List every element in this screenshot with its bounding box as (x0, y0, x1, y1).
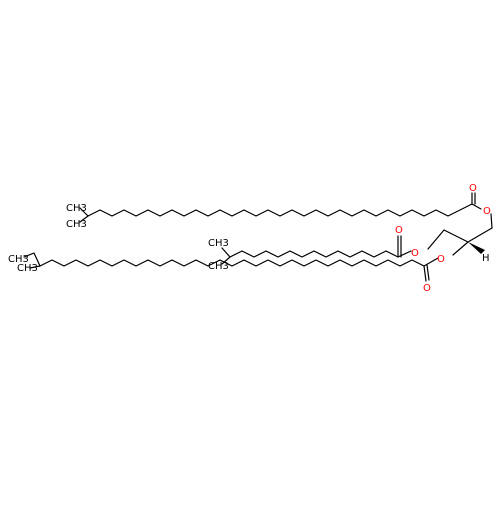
bottom-chain-branch-bond (29, 265, 41, 269)
middle-chain-branch-bond (221, 256, 231, 265)
top-chain-methyl-label: CH3 (66, 219, 87, 230)
top-ester-oxygen: O (483, 206, 491, 217)
bottom-acyl-chain (23, 252, 439, 282)
atom-labels: CH3 CH3 O O CH3 CH3 O O CH3 CH3 O O H (8, 183, 491, 294)
middle-carbonyl-oxygen: O (395, 225, 403, 236)
backbone-bond (452, 241, 469, 256)
backbone-bond (467, 227, 493, 243)
backbone-bond (443, 229, 469, 243)
bottom-ester-oxygen: O (437, 254, 445, 265)
bottom-carbonyl-bond (426, 264, 430, 281)
middle-chain-methyl-label: CH3 (208, 238, 229, 249)
middle-ester-oxygen: O (411, 248, 419, 259)
stereo-hydrogen: H (482, 253, 490, 264)
top-carbonyl-oxygen: O (469, 183, 477, 194)
top-chain-backbone (87, 203, 473, 217)
top-chain-methyl-label: CH3 (66, 203, 87, 214)
top-chain-branch-bond (79, 207, 89, 217)
bottom-carbonyl-oxygen: O (423, 283, 431, 294)
glycerol-backbone (427, 213, 493, 256)
bottom-carbonyl-bond (423, 265, 427, 282)
stereo-wedge (468, 242, 485, 254)
backbone-bond (427, 229, 445, 250)
bottom-chain-methyl-label: CH3 (17, 263, 38, 274)
middle-acyl-chain (221, 235, 412, 265)
top-acyl-chain (79, 192, 482, 223)
middle-chain-methyl-label: CH3 (208, 261, 229, 272)
top-ester-bond (471, 203, 482, 210)
backbone-bond (490, 213, 493, 229)
middle-chain-branch-bond (221, 247, 231, 258)
top-chain-branch-bond (79, 215, 89, 223)
middle-chain-backbone (229, 250, 412, 258)
bottom-chain-ethyl (23, 252, 41, 267)
bottom-chain-methyl-label: CH3 (8, 254, 29, 265)
bottom-chain-backbone (39, 257, 439, 267)
